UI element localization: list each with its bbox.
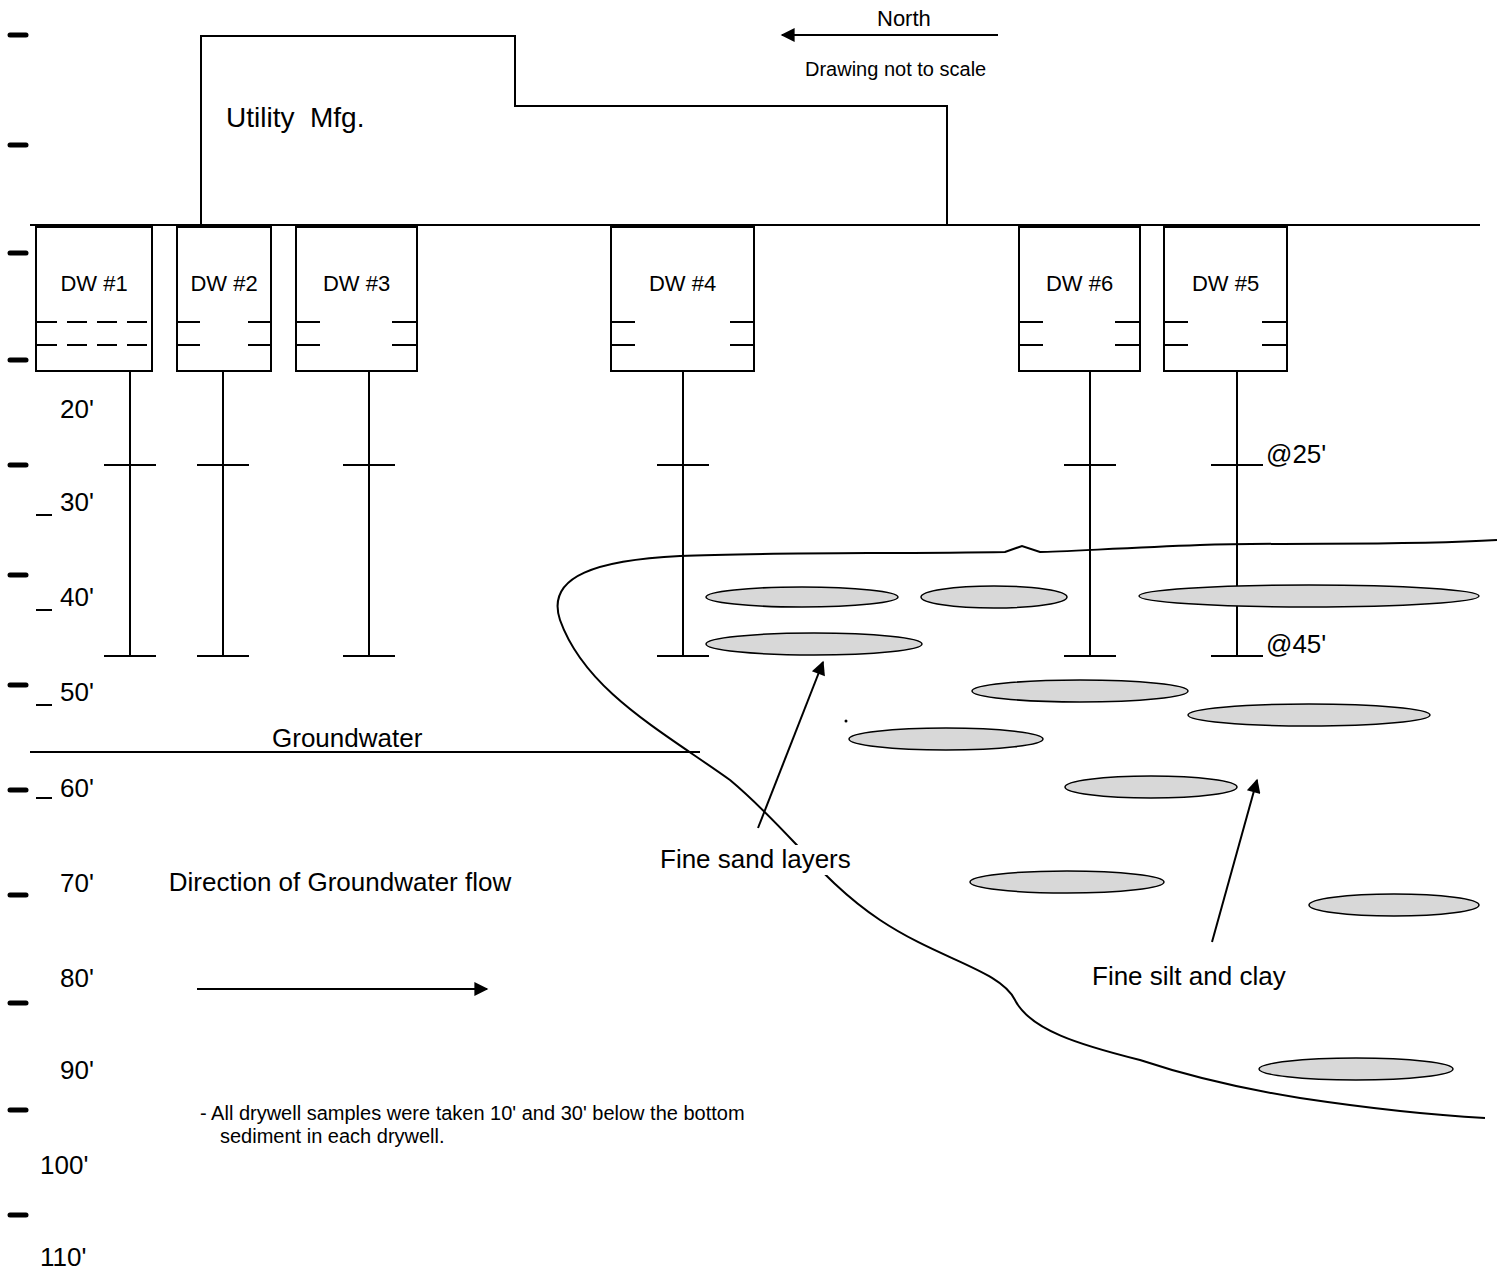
depth-label: 50' — [60, 678, 94, 708]
depth-label: 40' — [60, 583, 94, 613]
scale-ticks — [10, 35, 26, 1215]
scale-note: Drawing not to scale — [805, 58, 986, 81]
drywell-dashes — [37, 322, 1286, 345]
drywell-box: DW #1 — [35, 226, 153, 372]
groundwater-label: Groundwater — [272, 724, 422, 754]
depth-note: @25' — [1266, 440, 1326, 470]
drywell-box: DW #3 — [295, 226, 418, 372]
flow-arrow — [197, 988, 487, 990]
depth-label: 90' — [60, 1056, 94, 1086]
depth-note: @45' — [1266, 630, 1326, 660]
silt-boundary — [558, 540, 1497, 1118]
silt-leader — [1212, 780, 1257, 942]
drywell-label: DW #3 — [323, 272, 390, 296]
flow-label: Direction of Groundwater flow — [150, 868, 530, 898]
sand-lenses — [706, 585, 1479, 1080]
drywell-box: DW #6 — [1018, 226, 1141, 372]
depth-label: 60' — [60, 774, 94, 804]
depth-label: 30' — [60, 488, 94, 518]
drywell-box: DW #4 — [610, 226, 755, 372]
depth-label: 80' — [60, 964, 94, 994]
depth-label: 20' — [60, 395, 94, 425]
drywell-box: DW #2 — [176, 226, 272, 372]
drywell-label: DW #1 — [60, 272, 127, 296]
north-arrow — [782, 34, 998, 36]
depth-label: 70' — [60, 869, 94, 899]
drywell-label: DW #5 — [1192, 272, 1259, 296]
drywell-label: DW #2 — [190, 272, 257, 296]
north-label: North — [877, 6, 931, 31]
silt-label: Fine silt and clay — [1092, 962, 1286, 992]
scale-dashes — [36, 515, 52, 798]
sampling-note: - All drywell samples were taken 10' and… — [200, 1102, 750, 1148]
drywell-label: DW #4 — [649, 272, 716, 296]
building-name: Utility Mfg. — [226, 103, 364, 134]
depth-label: 100' — [40, 1151, 88, 1181]
drywell-box: DW #5 — [1163, 226, 1288, 372]
borehole-lines — [104, 371, 1263, 656]
sand-leader — [758, 662, 823, 828]
sand-label: Fine sand layers — [660, 845, 851, 875]
depth-label: 110' — [40, 1243, 86, 1273]
drywell-label: DW #6 — [1046, 272, 1113, 296]
